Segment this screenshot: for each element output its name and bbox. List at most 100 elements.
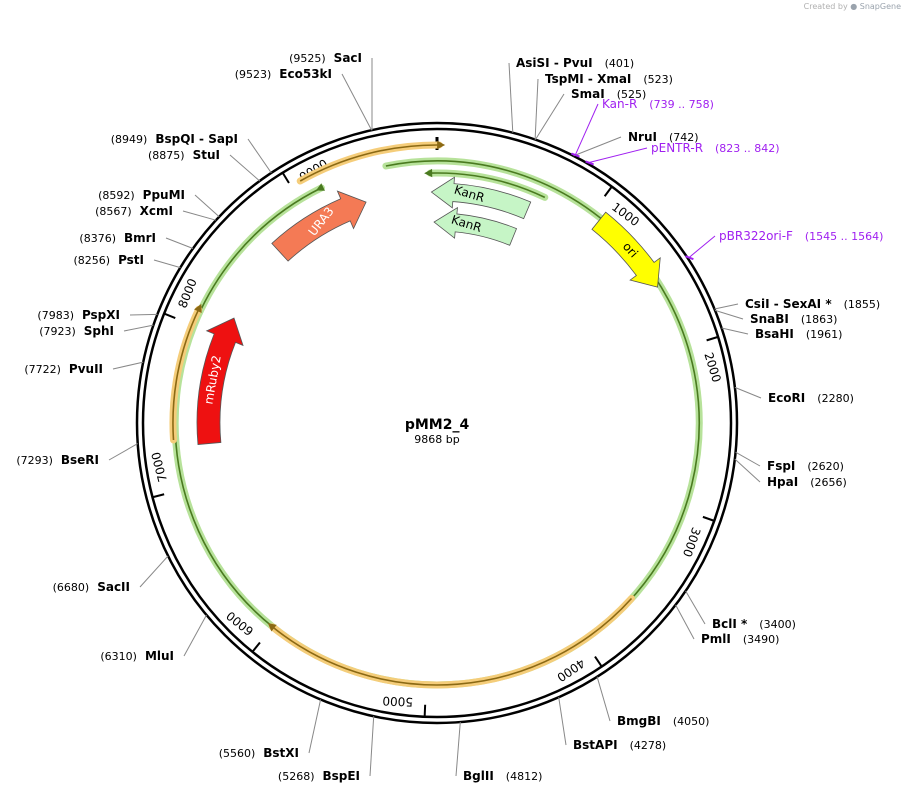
site-name: PspXI bbox=[82, 308, 120, 322]
site-connector bbox=[534, 93, 565, 140]
primer: Kan-R(739 .. 758) bbox=[571, 97, 714, 158]
tick-mark bbox=[702, 515, 715, 522]
site-connector bbox=[369, 716, 375, 777]
site-position: (7923) bbox=[39, 325, 76, 338]
restriction-site: PspXI(7983) bbox=[37, 308, 158, 322]
site-connector bbox=[573, 136, 622, 157]
restriction-site: PmlI(3490) bbox=[675, 604, 780, 646]
restriction-site: BseRI (7293) bbox=[16, 443, 138, 467]
site-position: (3400) bbox=[759, 618, 796, 631]
primer: pBR322ori-F(1545 .. 1564) bbox=[685, 229, 884, 261]
primer-connector bbox=[575, 103, 599, 155]
site-position: (1855) bbox=[844, 298, 881, 311]
site-name: SacI bbox=[334, 51, 362, 65]
site-name: EcoRI bbox=[768, 391, 805, 405]
site-position: (8567) bbox=[95, 205, 132, 218]
site-name: BspQI - SapI bbox=[155, 132, 238, 146]
site-position: (6680) bbox=[53, 581, 90, 594]
site-connector bbox=[139, 555, 169, 588]
site-connector bbox=[675, 604, 695, 640]
primer-range: (1545 .. 1564) bbox=[805, 230, 884, 243]
site-position: (5268) bbox=[278, 770, 315, 783]
site-position: (7293) bbox=[16, 454, 53, 467]
site-name: FspI bbox=[767, 459, 795, 473]
primer-mark bbox=[571, 152, 580, 158]
restriction-site: BstXI (5560) bbox=[219, 699, 322, 760]
restriction-site: PvuII(7722) bbox=[24, 361, 144, 376]
site-position: (9525) bbox=[289, 52, 326, 65]
orf-arrowhead bbox=[315, 183, 325, 191]
site-position: (2656) bbox=[810, 476, 847, 489]
site-name: AsiSI - PvuI bbox=[516, 56, 593, 70]
site-position: (4050) bbox=[673, 715, 710, 728]
credit: Created by ● SnapGene bbox=[804, 2, 901, 11]
primer-range: (823 .. 842) bbox=[715, 142, 780, 155]
site-name: BclI * bbox=[712, 617, 748, 631]
restriction-site: BspEI (5268) bbox=[278, 716, 375, 783]
site-connector bbox=[341, 73, 373, 131]
restriction-site: XcmI (8567) bbox=[95, 204, 217, 221]
site-name: SacII bbox=[97, 580, 130, 594]
site-connector bbox=[247, 138, 272, 174]
site-position: (6310) bbox=[100, 650, 137, 663]
site-position: (4812) bbox=[506, 770, 543, 783]
restriction-sites: SacI(9525)Eco53kI(9523)BspQI - SapI(8949… bbox=[16, 51, 880, 783]
site-connector bbox=[183, 614, 207, 657]
tick-label: 6000 bbox=[224, 608, 257, 638]
site-name: BstXI bbox=[263, 746, 299, 760]
site-name: NruI bbox=[628, 130, 657, 144]
site-connector bbox=[108, 443, 138, 461]
site-name: PstI bbox=[118, 253, 144, 267]
restriction-site: SacII (6680) bbox=[53, 555, 169, 594]
restriction-site: BmgBI (4050) bbox=[596, 676, 710, 728]
feature-mruby2 bbox=[196, 317, 244, 445]
site-name: BspEI bbox=[322, 769, 360, 783]
orf-arrowhead bbox=[194, 303, 202, 313]
site-position: (1961) bbox=[806, 328, 843, 341]
site-position: (3490) bbox=[743, 633, 780, 646]
site-name: BglII bbox=[463, 769, 494, 783]
site-position: (8875) bbox=[148, 149, 185, 162]
plasmid-size: 9868 bp bbox=[414, 433, 459, 446]
restriction-site: BmrI(8376) bbox=[79, 231, 194, 249]
site-name: XcmI bbox=[140, 204, 173, 218]
primer: pENTR-R(823 .. 842) bbox=[585, 141, 780, 166]
tick-mark bbox=[706, 335, 719, 342]
site-connector bbox=[194, 194, 220, 218]
backbone-outer bbox=[135, 121, 739, 725]
site-name: CsiI - SexAI * bbox=[745, 297, 832, 311]
site-position: (5560) bbox=[219, 747, 256, 760]
restriction-site: AsiSI - PvuI (401) bbox=[508, 56, 635, 133]
restriction-site: SphI(7923) bbox=[39, 324, 154, 338]
site-position: (1863) bbox=[801, 313, 838, 326]
site-position: (7722) bbox=[24, 363, 61, 376]
orf-arrowhead bbox=[424, 168, 433, 178]
tick-label: 7000 bbox=[149, 450, 170, 483]
site-connector bbox=[229, 154, 261, 182]
site-connector bbox=[508, 62, 514, 133]
site-connector bbox=[685, 590, 706, 625]
restriction-site: BsaHI(1961) bbox=[721, 327, 843, 341]
primers: Kan-R(739 .. 758)pENTR-R(823 .. 842) pBR3… bbox=[571, 97, 884, 261]
backbone-inner bbox=[141, 127, 733, 719]
site-connector bbox=[735, 451, 761, 467]
site-name: BmrI bbox=[124, 231, 156, 245]
site-name: BmgBI bbox=[617, 714, 661, 728]
site-position: (525) bbox=[617, 88, 647, 101]
site-connector bbox=[112, 361, 144, 370]
site-connector bbox=[734, 386, 762, 399]
site-name: BstAPI bbox=[573, 738, 618, 752]
site-connector bbox=[714, 309, 744, 320]
site-name: SnaBI bbox=[750, 312, 789, 326]
primer-mark bbox=[585, 160, 594, 166]
tick-mark bbox=[603, 186, 613, 197]
restriction-site: BstAPI(4278) bbox=[558, 697, 666, 752]
site-connector bbox=[721, 327, 749, 335]
restriction-site: BclI * (3400) bbox=[685, 590, 796, 631]
site-position: (8592) bbox=[98, 189, 135, 202]
restriction-site: CsiI - SexAI * (1855) bbox=[714, 297, 881, 311]
site-name: BseRI bbox=[61, 453, 99, 467]
site-position: (401) bbox=[605, 57, 635, 70]
